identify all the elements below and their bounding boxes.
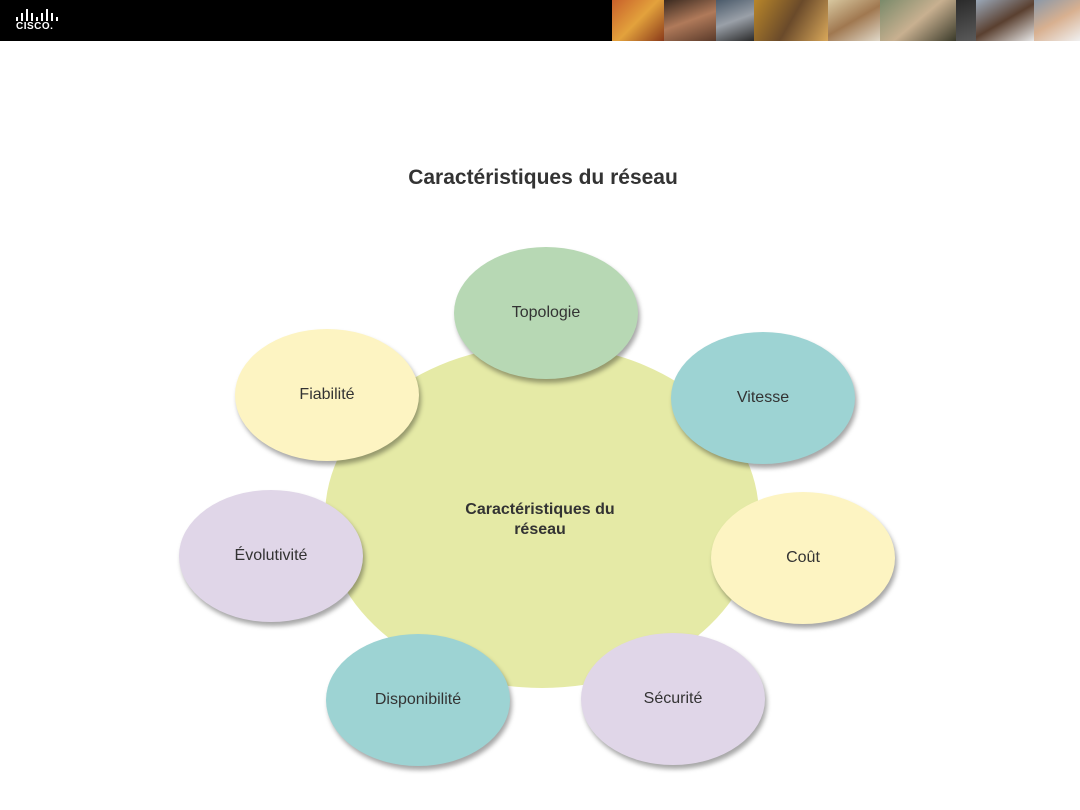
header-photo-strip: [612, 0, 1080, 41]
node-label: Topologie: [511, 304, 581, 321]
node-label: Fiabilité: [299, 386, 355, 403]
cisco-logo: CISCO.: [14, 7, 64, 35]
center-label: Caractéristiques du réseau: [465, 501, 615, 538]
node-disponibilite: Disponibilité: [326, 634, 510, 766]
node-vitesse: Vitesse: [671, 332, 855, 464]
node-label: Vitesse: [736, 389, 790, 406]
node-label: Coût: [786, 549, 820, 566]
node-evolutivite: Évolutivité: [179, 490, 363, 622]
node-fiabilite: Fiabilité: [235, 329, 419, 461]
node-securite: Sécurité: [581, 633, 765, 765]
logo-text: CISCO.: [16, 21, 54, 32]
node-topologie: Topologie: [454, 247, 638, 379]
cisco-bars-icon: [14, 7, 60, 21]
node-label: Sécurité: [643, 690, 703, 707]
node-label: Disponibilité: [374, 691, 462, 708]
node-label: Évolutivité: [234, 547, 308, 564]
node-cout: Coût: [711, 492, 895, 624]
diagram-title: Caractéristiques du réseau: [408, 166, 678, 189]
header-bar: CISCO.: [0, 0, 1080, 41]
